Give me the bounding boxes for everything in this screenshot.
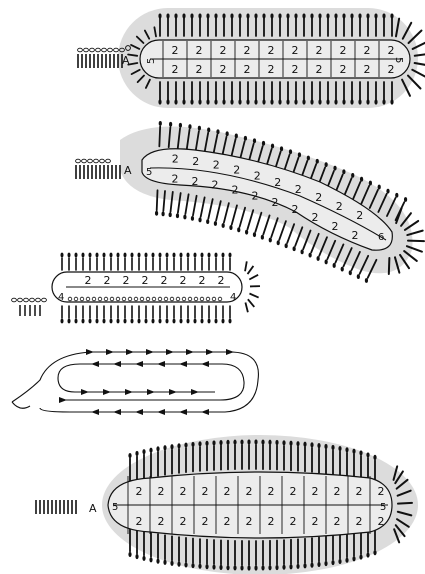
chart-1-upper-number: 2: [244, 44, 251, 57]
chart-1-upper-number: 2: [196, 44, 203, 57]
chart-4: [12, 349, 258, 415]
chart-3-end-number: 4: [230, 292, 236, 303]
chart-1-start-label: A: [122, 54, 130, 67]
chart-2-upper-number: 2: [295, 183, 302, 196]
chart-5-upper-number: 2: [224, 485, 231, 498]
chart-1-lower-number: 2: [268, 63, 275, 76]
chart-2-upper-number: 2: [213, 159, 220, 172]
chart-1-upper-number: 2: [364, 44, 371, 57]
chart-1-lower-number: 2: [244, 63, 251, 76]
chart-1-lower-number: 2: [388, 63, 395, 76]
chart-1-lower-number: 2: [220, 63, 227, 76]
chart-2-upper-number: 2: [315, 191, 322, 204]
chart-5-upper-number: 2: [290, 485, 297, 498]
chart-2-lower-number: 2: [232, 184, 239, 197]
chart-3-upper-number: 2: [85, 274, 92, 287]
chart-2-upper-number: 2: [254, 169, 261, 182]
chart-5-upper-number: 2: [136, 485, 143, 498]
chart-2-lower-number: 2: [252, 189, 259, 202]
chart-5-lower-number: 2: [290, 515, 297, 528]
chart-1: A 5 5 2 2 2 2 2 2 2 2 2 2 2 2 2 2 2 2 2 2 2 2: [78, 8, 425, 108]
chart-2-chain-start: [76, 159, 120, 179]
chart-1-upper-number: 2: [388, 44, 395, 57]
chart-5-lower-number: 2: [268, 515, 275, 528]
chart-2-upper-number: 2: [233, 164, 240, 177]
chart-5-lower-number: 2: [356, 515, 363, 528]
chart-3-upper-number: 2: [142, 274, 149, 287]
chart-2-lower-number: 2: [172, 173, 179, 186]
chart-4-outer-path: [12, 352, 258, 412]
chart-5: A 5 5 2 2 2 2 2 2 2 2 2 2 2 2 2 2 2 2 2 2 2 2 2 2 2 2: [36, 435, 418, 574]
chart-5-start-number: 5: [112, 502, 118, 513]
chart-5-upper-number: 2: [378, 485, 385, 498]
chart-3-upper-number: 2: [199, 274, 206, 287]
chart-5-upper-number: 2: [312, 485, 319, 498]
chart-2-upper-number: 2: [356, 209, 363, 222]
chart-5-upper-number: 2: [246, 485, 253, 498]
chart-1-lower-number: 2: [172, 63, 179, 76]
chart-2-lower-number: 2: [312, 211, 319, 224]
chart-5-lower-number: 2: [312, 515, 319, 528]
chart-3-upper-number: 2: [218, 274, 225, 287]
chart-2-upper-number: 2: [192, 155, 199, 168]
chart-1-lower-number: 2: [340, 63, 347, 76]
chart-5-lower-number: 2: [246, 515, 253, 528]
chart-5-start-label: A: [89, 502, 97, 515]
chart-3-upper-number: 2: [123, 274, 130, 287]
chart-5-lower-number: 2: [224, 515, 231, 528]
chart-2-lower-number: 2: [292, 203, 299, 216]
chart-3-upper-number: 2: [180, 274, 187, 287]
chart-1-upper-number: 2: [340, 44, 347, 57]
chart-4-inner-path: [58, 364, 244, 400]
chart-1-lower-number: 2: [364, 63, 371, 76]
chart-1-upper-number: 2: [292, 44, 299, 57]
chart-2-lower-number: 2: [272, 196, 279, 209]
chart-1-upper-number: 2: [172, 44, 179, 57]
chart-5-lower-number: 2: [136, 515, 143, 528]
chart-3-chain-start: [12, 298, 47, 316]
chart-1-lower-number: 2: [292, 63, 299, 76]
chart-5-end-number: 5: [380, 502, 386, 513]
chart-5-upper-number: 2: [202, 485, 209, 498]
chart-2-lower-number: 2: [352, 229, 359, 242]
chart-1-start-number: 5: [146, 58, 157, 64]
chart-5-lower-number: 2: [158, 515, 165, 528]
chart-5-upper-number: 2: [268, 485, 275, 498]
chart-5-upper-number: 2: [334, 485, 341, 498]
chart-2-lower-number: 2: [192, 175, 199, 188]
chart-2-upper-number: 2: [274, 176, 281, 189]
chart-5-upper-number: 2: [158, 485, 165, 498]
chart-5-lower-number: 2: [180, 515, 187, 528]
chart-5-upper-number: 2: [180, 485, 187, 498]
chart-2-start-number: 5: [146, 167, 152, 178]
chart-5-lower-number: 2: [202, 515, 209, 528]
chart-3-upper-number: 2: [104, 274, 111, 287]
chart-2-upper-number: 2: [336, 200, 343, 213]
chart-4-direction-arrows: [59, 349, 234, 415]
chart-1-upper-number: 2: [268, 44, 275, 57]
chart-1-lower-number: 2: [316, 63, 323, 76]
chart-1-upper-number: 2: [220, 44, 227, 57]
chart-5-lower-number: 2: [334, 515, 341, 528]
chart-1-upper-number: 2: [316, 44, 323, 57]
chart-2-lower-number: 2: [332, 220, 339, 233]
chart-2-end-number: 6: [378, 232, 384, 243]
chart-2-upper-number: 2: [172, 153, 179, 166]
chart-1-end-number: 5: [393, 57, 404, 63]
chart-3-upper-number: 2: [161, 274, 168, 287]
chart-5-lower-number: 2: [378, 515, 385, 528]
chart-5-upper-number: 2: [356, 485, 363, 498]
chart-2-lower-number: 2: [212, 179, 219, 192]
chart-1-lower-number: 2: [196, 63, 203, 76]
chart-2-start-label: A: [124, 164, 132, 177]
chart-3-start-number: 4: [58, 292, 64, 303]
chart-5-chain-start: [36, 500, 76, 514]
